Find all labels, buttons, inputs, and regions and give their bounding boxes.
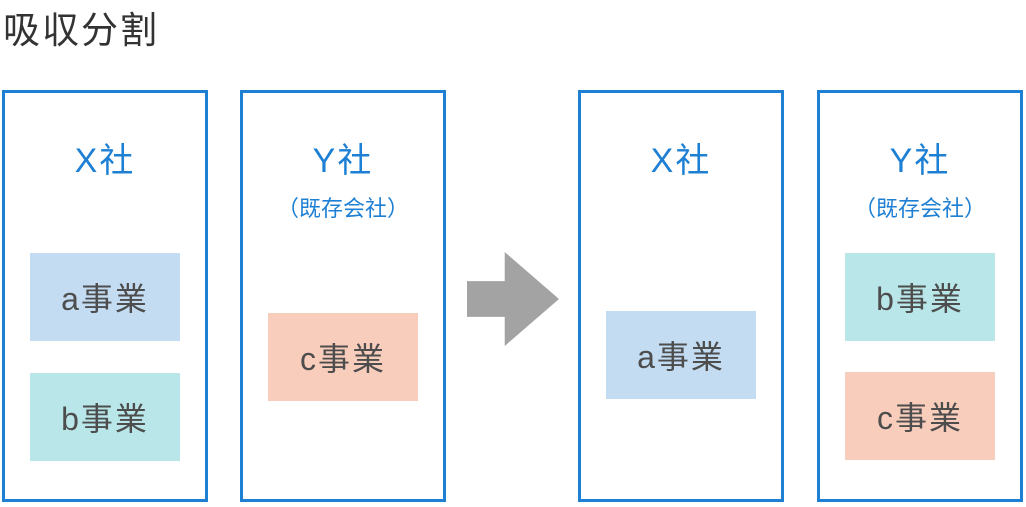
company-box-y-before: Y社 （既存会社） c事業 xyxy=(240,90,446,502)
company-box-y-after: Y社 （既存会社） b事業 c事業 xyxy=(817,90,1023,502)
business-chip-c: c事業 xyxy=(845,372,995,460)
company-name: Y社 xyxy=(312,142,374,180)
business-chip-c: c事業 xyxy=(268,313,418,401)
business-chip-b: b事業 xyxy=(30,373,180,461)
diagram-title: 吸収分割 xyxy=(3,10,159,51)
company-name: Y社 xyxy=(889,142,951,180)
business-chip-a: a事業 xyxy=(606,311,756,399)
company-name: X社 xyxy=(650,142,712,180)
company-box-x-after: X社 a事業 xyxy=(578,90,784,502)
business-chip-b: b事業 xyxy=(845,253,995,341)
right-arrow-icon xyxy=(467,252,559,346)
company-subtitle: （既存会社） xyxy=(853,196,986,221)
business-chip-a: a事業 xyxy=(30,253,180,341)
company-subtitle: （既存会社） xyxy=(276,196,409,221)
company-box-x-before: X社 a事業 b事業 xyxy=(2,90,208,502)
company-name: X社 xyxy=(74,142,136,180)
